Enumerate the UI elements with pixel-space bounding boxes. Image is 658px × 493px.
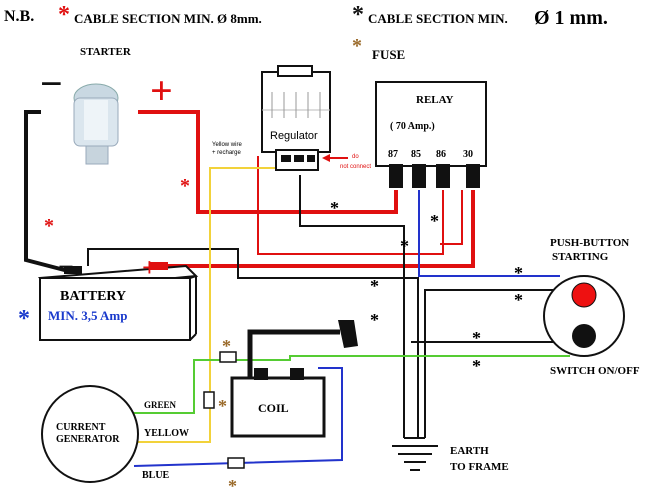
earth-label-1: EARTH: [450, 445, 489, 457]
label-yellow: YELLOW: [144, 428, 189, 439]
starter-label: STARTER: [80, 46, 132, 58]
switch-on-off[interactable]: [572, 324, 596, 348]
wire-starter-plus: [138, 110, 398, 214]
relay-amp: ( 70 Amp.): [390, 121, 435, 132]
yellow-note-2: + recharge: [212, 150, 242, 156]
fuse-star: *: [352, 35, 362, 57]
battery-label: BATTERY: [60, 289, 126, 304]
arrow-note-2: not connect: [340, 164, 371, 170]
star-wire-3: *: [400, 236, 409, 256]
earth-symbol: [392, 437, 438, 471]
wire-button-earth: [424, 289, 578, 438]
wire-starter-minus: [24, 110, 73, 274]
star-wire-4: *: [370, 276, 379, 296]
label-green: GREEN: [144, 400, 177, 410]
regulator-label: Regulator: [270, 130, 318, 142]
fuse-blue: [227, 457, 245, 469]
nb-label: N.B.: [4, 8, 34, 25]
star-wire-9: *: [472, 356, 481, 376]
switch-label: SWITCH ON/OFF: [550, 365, 640, 377]
do-not-connect-arrow: [322, 154, 348, 162]
fuse-star-green: *: [222, 336, 231, 356]
star-wire-8: *: [472, 328, 481, 348]
star-minus-wire: *: [44, 215, 54, 237]
regulator: [261, 65, 331, 171]
star-wire-2: *: [430, 211, 439, 231]
pin-87: 87: [388, 149, 398, 160]
wire-coil-hv: [247, 329, 340, 380]
push-button-start[interactable]: [571, 282, 597, 308]
black-star: *: [352, 2, 364, 28]
pin-30: 30: [463, 149, 473, 160]
battery-plus: +: [142, 253, 157, 282]
starter-plus: +: [150, 68, 173, 113]
relay: [375, 81, 487, 188]
starter-icon: [73, 83, 119, 165]
fuse-yellow: [203, 391, 215, 409]
push-button-label-1: PUSH-BUTTON: [550, 237, 629, 249]
fuse-star-yellow: *: [218, 396, 227, 416]
red-star: *: [58, 2, 70, 28]
fuse-green: [219, 351, 237, 363]
wire-regulator-earth: [299, 175, 405, 438]
star-wire-7: *: [514, 290, 523, 310]
battery: [37, 262, 199, 341]
battery-star: *: [18, 306, 30, 332]
generator-label-2: GENERATOR: [56, 434, 120, 445]
coil: [230, 320, 358, 438]
wire-relay-button: [418, 190, 560, 277]
starter-minus: −: [40, 61, 63, 106]
earth-label-2: TO FRAME: [450, 461, 509, 473]
pin-86: 86: [436, 149, 446, 160]
push-button-label-2: STARTING: [552, 251, 609, 263]
wire-battery-earth: [87, 248, 419, 438]
control-unit: [543, 275, 625, 357]
note-fuse: FUSE: [372, 47, 405, 62]
pin-85: 85: [411, 149, 421, 160]
arrow-note-1: do: [352, 154, 359, 160]
current-generator: [41, 385, 139, 483]
wire-green: [134, 355, 570, 414]
note-cable-1mm-a: CABLE SECTION MIN.: [368, 11, 508, 26]
relay-label: RELAY: [416, 94, 454, 106]
fuse-star-blue: *: [228, 476, 237, 493]
note-cable-1mm-b: Ø 1 mm.: [534, 7, 608, 29]
star-starter-wire: *: [180, 175, 190, 197]
coil-label: COIL: [258, 401, 289, 415]
label-blue: BLUE: [142, 470, 170, 481]
note-cable-8mm: CABLE SECTION MIN. Ø 8mm.: [74, 11, 262, 26]
wire-relay-loop: [440, 190, 463, 245]
yellow-note-1: Yellow wire: [212, 142, 242, 148]
star-wire-1: *: [330, 198, 339, 218]
generator-label-1: CURRENT: [56, 422, 106, 433]
battery-min: MIN. 3,5 Amp: [48, 308, 127, 323]
star-wire-5: *: [370, 310, 379, 330]
wire-regulator-relay: [257, 156, 444, 255]
wire-battery-plus: [160, 190, 475, 268]
battery-minus: −: [58, 252, 74, 283]
star-wire-6: *: [514, 263, 523, 283]
